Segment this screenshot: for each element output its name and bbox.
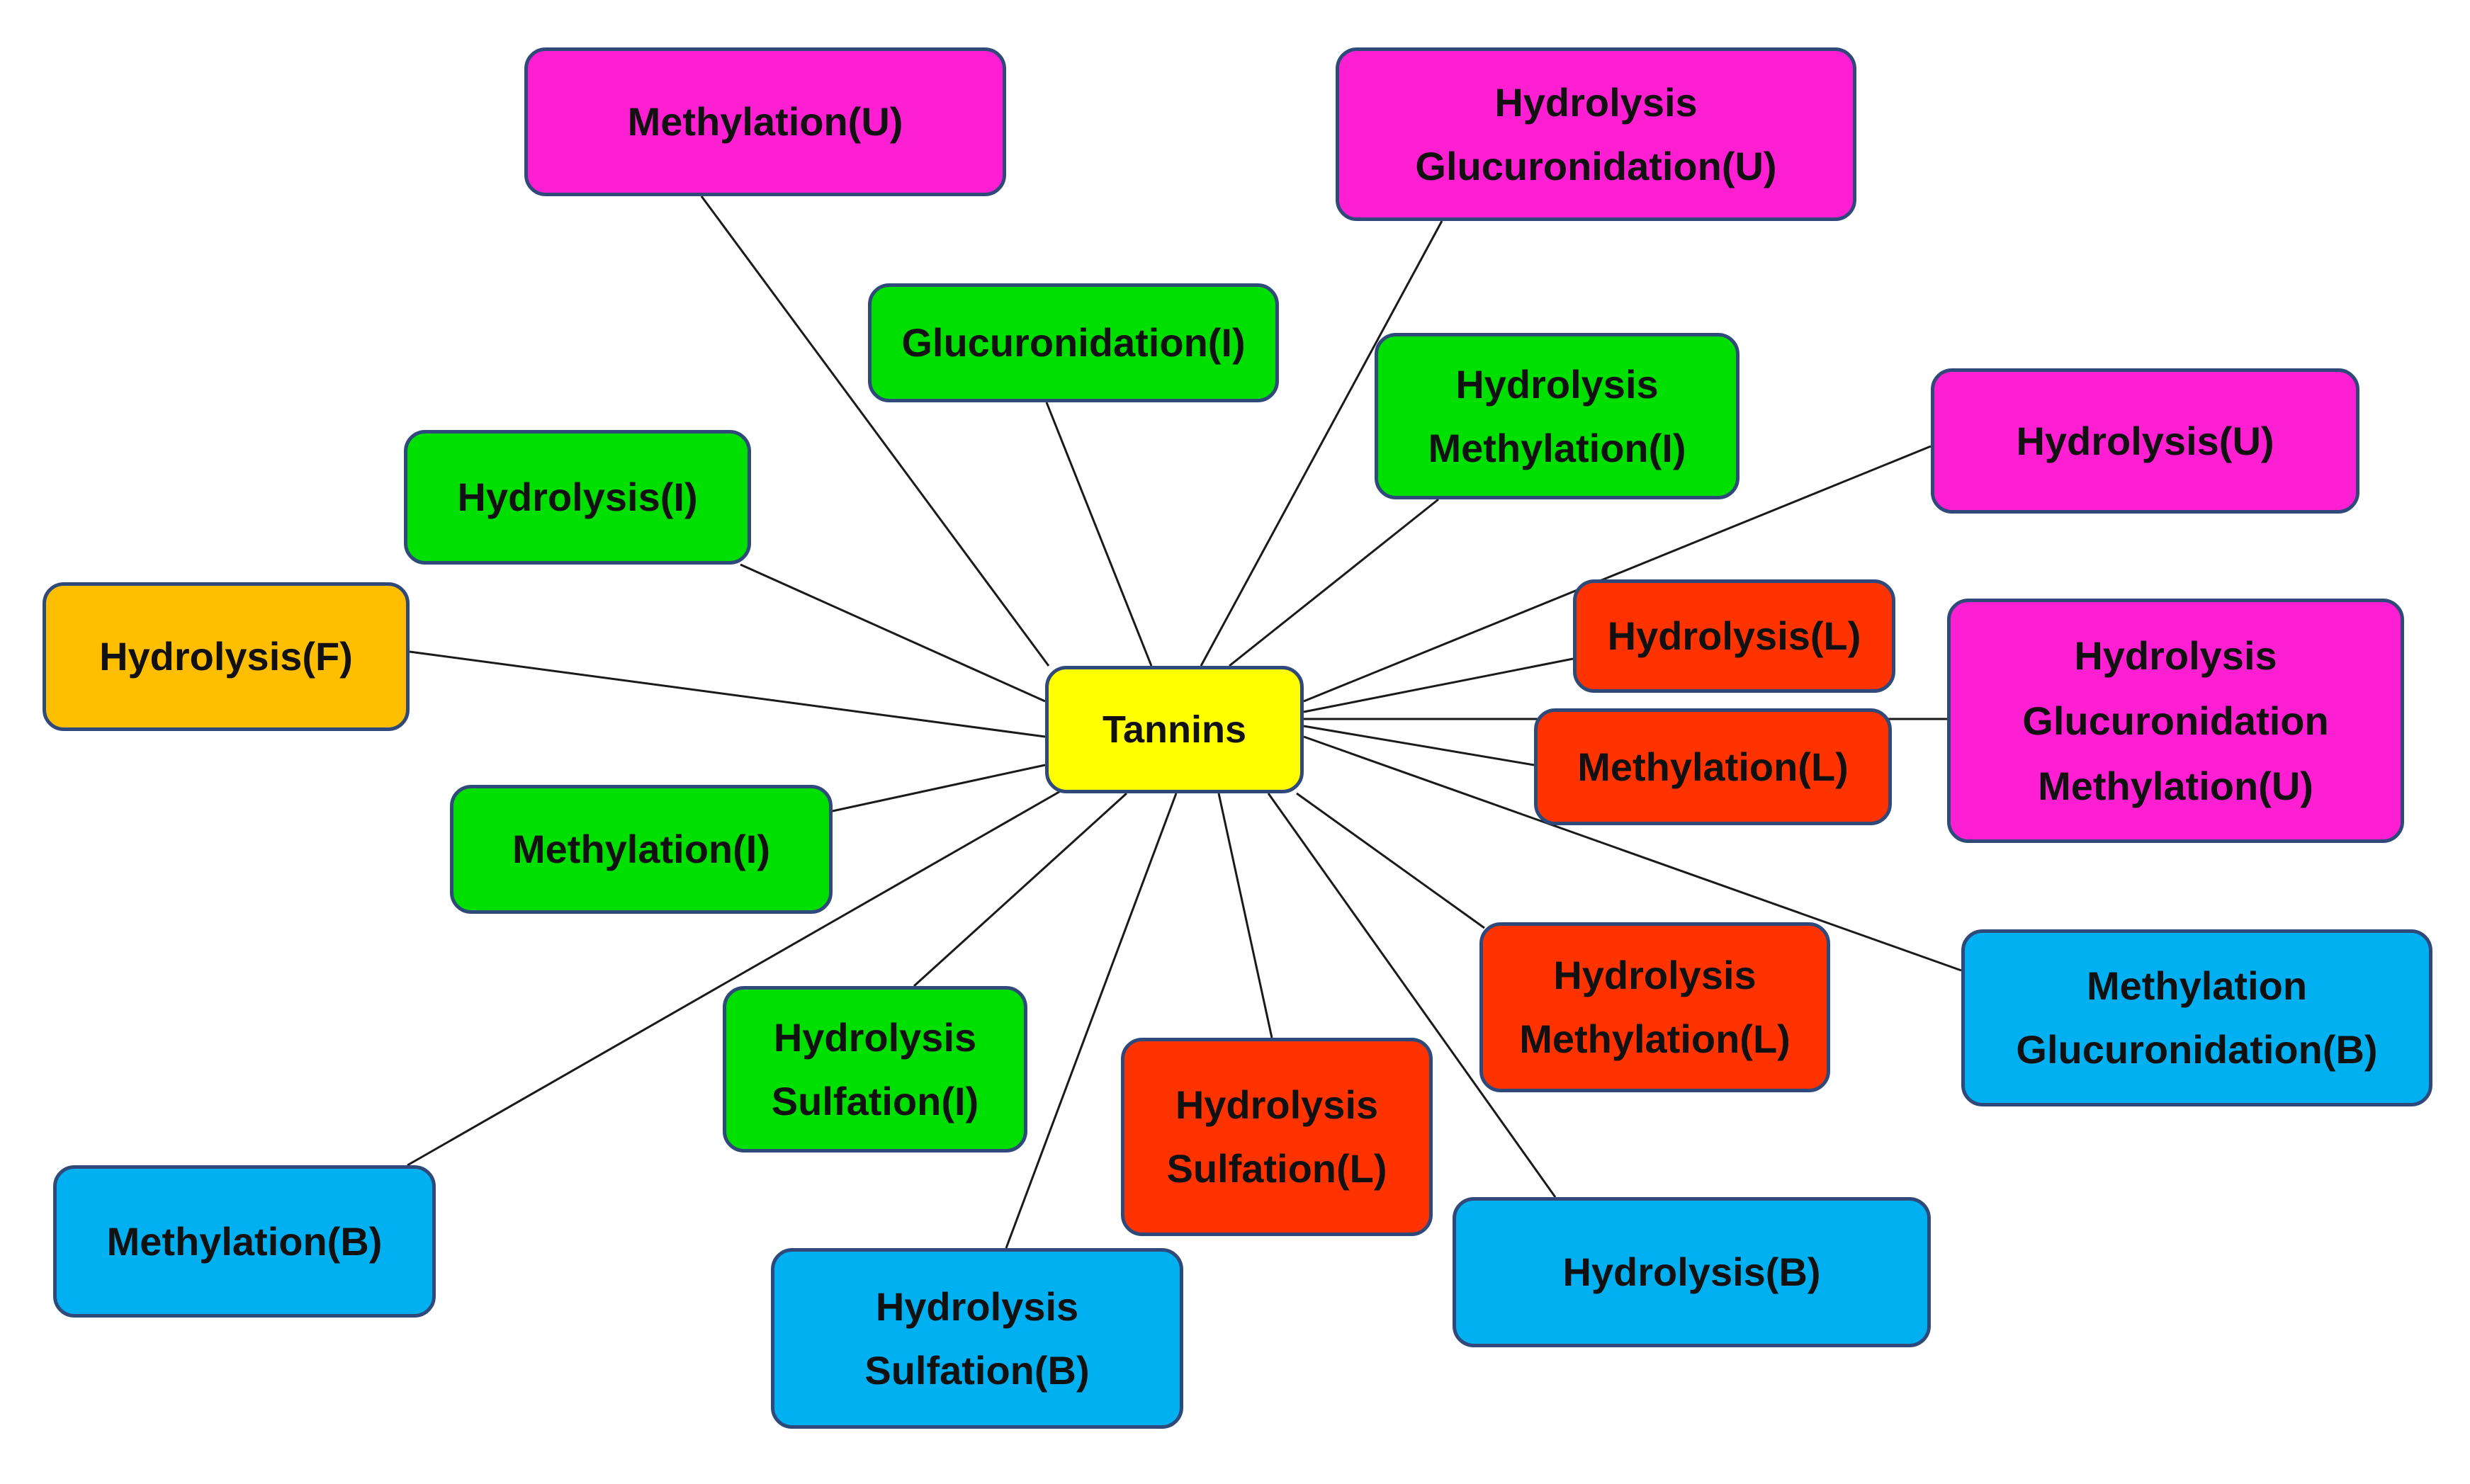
node-methylation-l: Methylation(L) [1534, 708, 1892, 825]
edge-tannins-methylation-b [407, 788, 1064, 1167]
edge-tannins-hydrolysis-sulfation-i [913, 792, 1128, 987]
node-hydrolysis-sulfation-l: Hydrolysis Sulfation(L) [1121, 1038, 1433, 1236]
node-methylation-u: Methylation(U) [524, 47, 1006, 196]
edge-tannins-methylation-l [1303, 725, 1535, 766]
node-label: Hydrolysis Methylation(L) [1519, 953, 1791, 1061]
node-label: Hydrolysis(I) [457, 475, 698, 519]
edge-tannins-hydrolysis-f [409, 650, 1046, 738]
node-label: Methylation(L) [1577, 744, 1849, 789]
node-label: Hydrolysis(L) [1607, 613, 1861, 658]
node-tannins: Tannins [1045, 666, 1304, 793]
edge-tannins-hydrolysis-b [1267, 793, 1557, 1198]
node-label: Methylation Glucuronidation(B) [2016, 963, 2378, 1072]
node-label: Hydrolysis Methylation(I) [1428, 361, 1686, 470]
node-label: Hydrolysis Glucuronidation Methylation(U… [2022, 633, 2329, 808]
edge-tannins-hydrolysis-l [1303, 657, 1574, 713]
node-hydrolysis-u: Hydrolysis(U) [1931, 368, 2359, 514]
node-label: Hydrolysis Sulfation(L) [1166, 1082, 1387, 1191]
node-hydrolysis-l: Hydrolysis(L) [1573, 579, 1895, 693]
edge-tannins-hydrolysis-u [1303, 445, 1932, 703]
edge-tannins-hydrolysis-sulfation-l [1217, 793, 1273, 1038]
node-methylation-glucuronidation-b: Methylation Glucuronidation(B) [1961, 929, 2432, 1106]
node-hydrolysis-sulfation-i: Hydrolysis Sulfation(I) [723, 986, 1027, 1152]
node-hydrolysis-f: Hydrolysis(F) [43, 582, 410, 731]
edge-tannins-methylation-u [700, 196, 1050, 667]
node-label: Hydrolysis(U) [2016, 418, 2274, 463]
edge-tannins-methylation-i [832, 764, 1046, 812]
node-hydrolysis-glucuronidation-methylation-u: Hydrolysis Glucuronidation Methylation(U… [1947, 599, 2404, 843]
node-label: Methylation(U) [627, 99, 903, 144]
edge-tannins-glucuronidation-i [1045, 402, 1153, 667]
node-hydrolysis-i: Hydrolysis(I) [404, 430, 751, 565]
node-label: Tannins [1102, 708, 1246, 751]
node-hydrolysis-methylation-i: Hydrolysis Methylation(I) [1375, 333, 1739, 499]
node-hydrolysis-sulfation-b: Hydrolysis Sulfation(B) [771, 1248, 1183, 1429]
node-label: Hydrolysis Sulfation(I) [771, 1014, 979, 1123]
node-hydrolysis-methylation-l: Hydrolysis Methylation(L) [1479, 922, 1830, 1092]
edge-tannins-methylation-glucuronidation-b [1303, 735, 1962, 972]
edge-tannins-hydrolysis-sulfation-b [1005, 793, 1178, 1249]
edge-tannins-hydrolysis-methylation-i [1229, 498, 1439, 667]
node-methylation-b: Methylation(B) [53, 1165, 436, 1318]
node-glucuronidation-i: Glucuronidation(I) [868, 283, 1279, 402]
node-label: Hydrolysis(F) [99, 634, 353, 679]
node-methylation-i: Methylation(I) [450, 785, 833, 914]
node-label: Hydrolysis Sulfation(B) [864, 1284, 1090, 1393]
edge-tannins-hydrolysis-glucuronidation-u [1200, 220, 1443, 667]
node-hydrolysis-b: Hydrolysis(B) [1453, 1197, 1931, 1347]
node-hydrolysis-glucuronidation-u: Hydrolysis Glucuronidation(U) [1336, 47, 1856, 221]
node-label: Glucuronidation(I) [901, 320, 1246, 365]
node-label: Hydrolysis(B) [1562, 1250, 1821, 1294]
node-label: Methylation(B) [106, 1218, 383, 1264]
node-label: Hydrolysis Glucuronidation(U) [1415, 79, 1777, 188]
node-label: Methylation(I) [512, 827, 770, 871]
edge-tannins-hydrolysis-i [740, 563, 1046, 703]
edge-tannins-hydrolysis-methylation-l [1296, 792, 1485, 929]
